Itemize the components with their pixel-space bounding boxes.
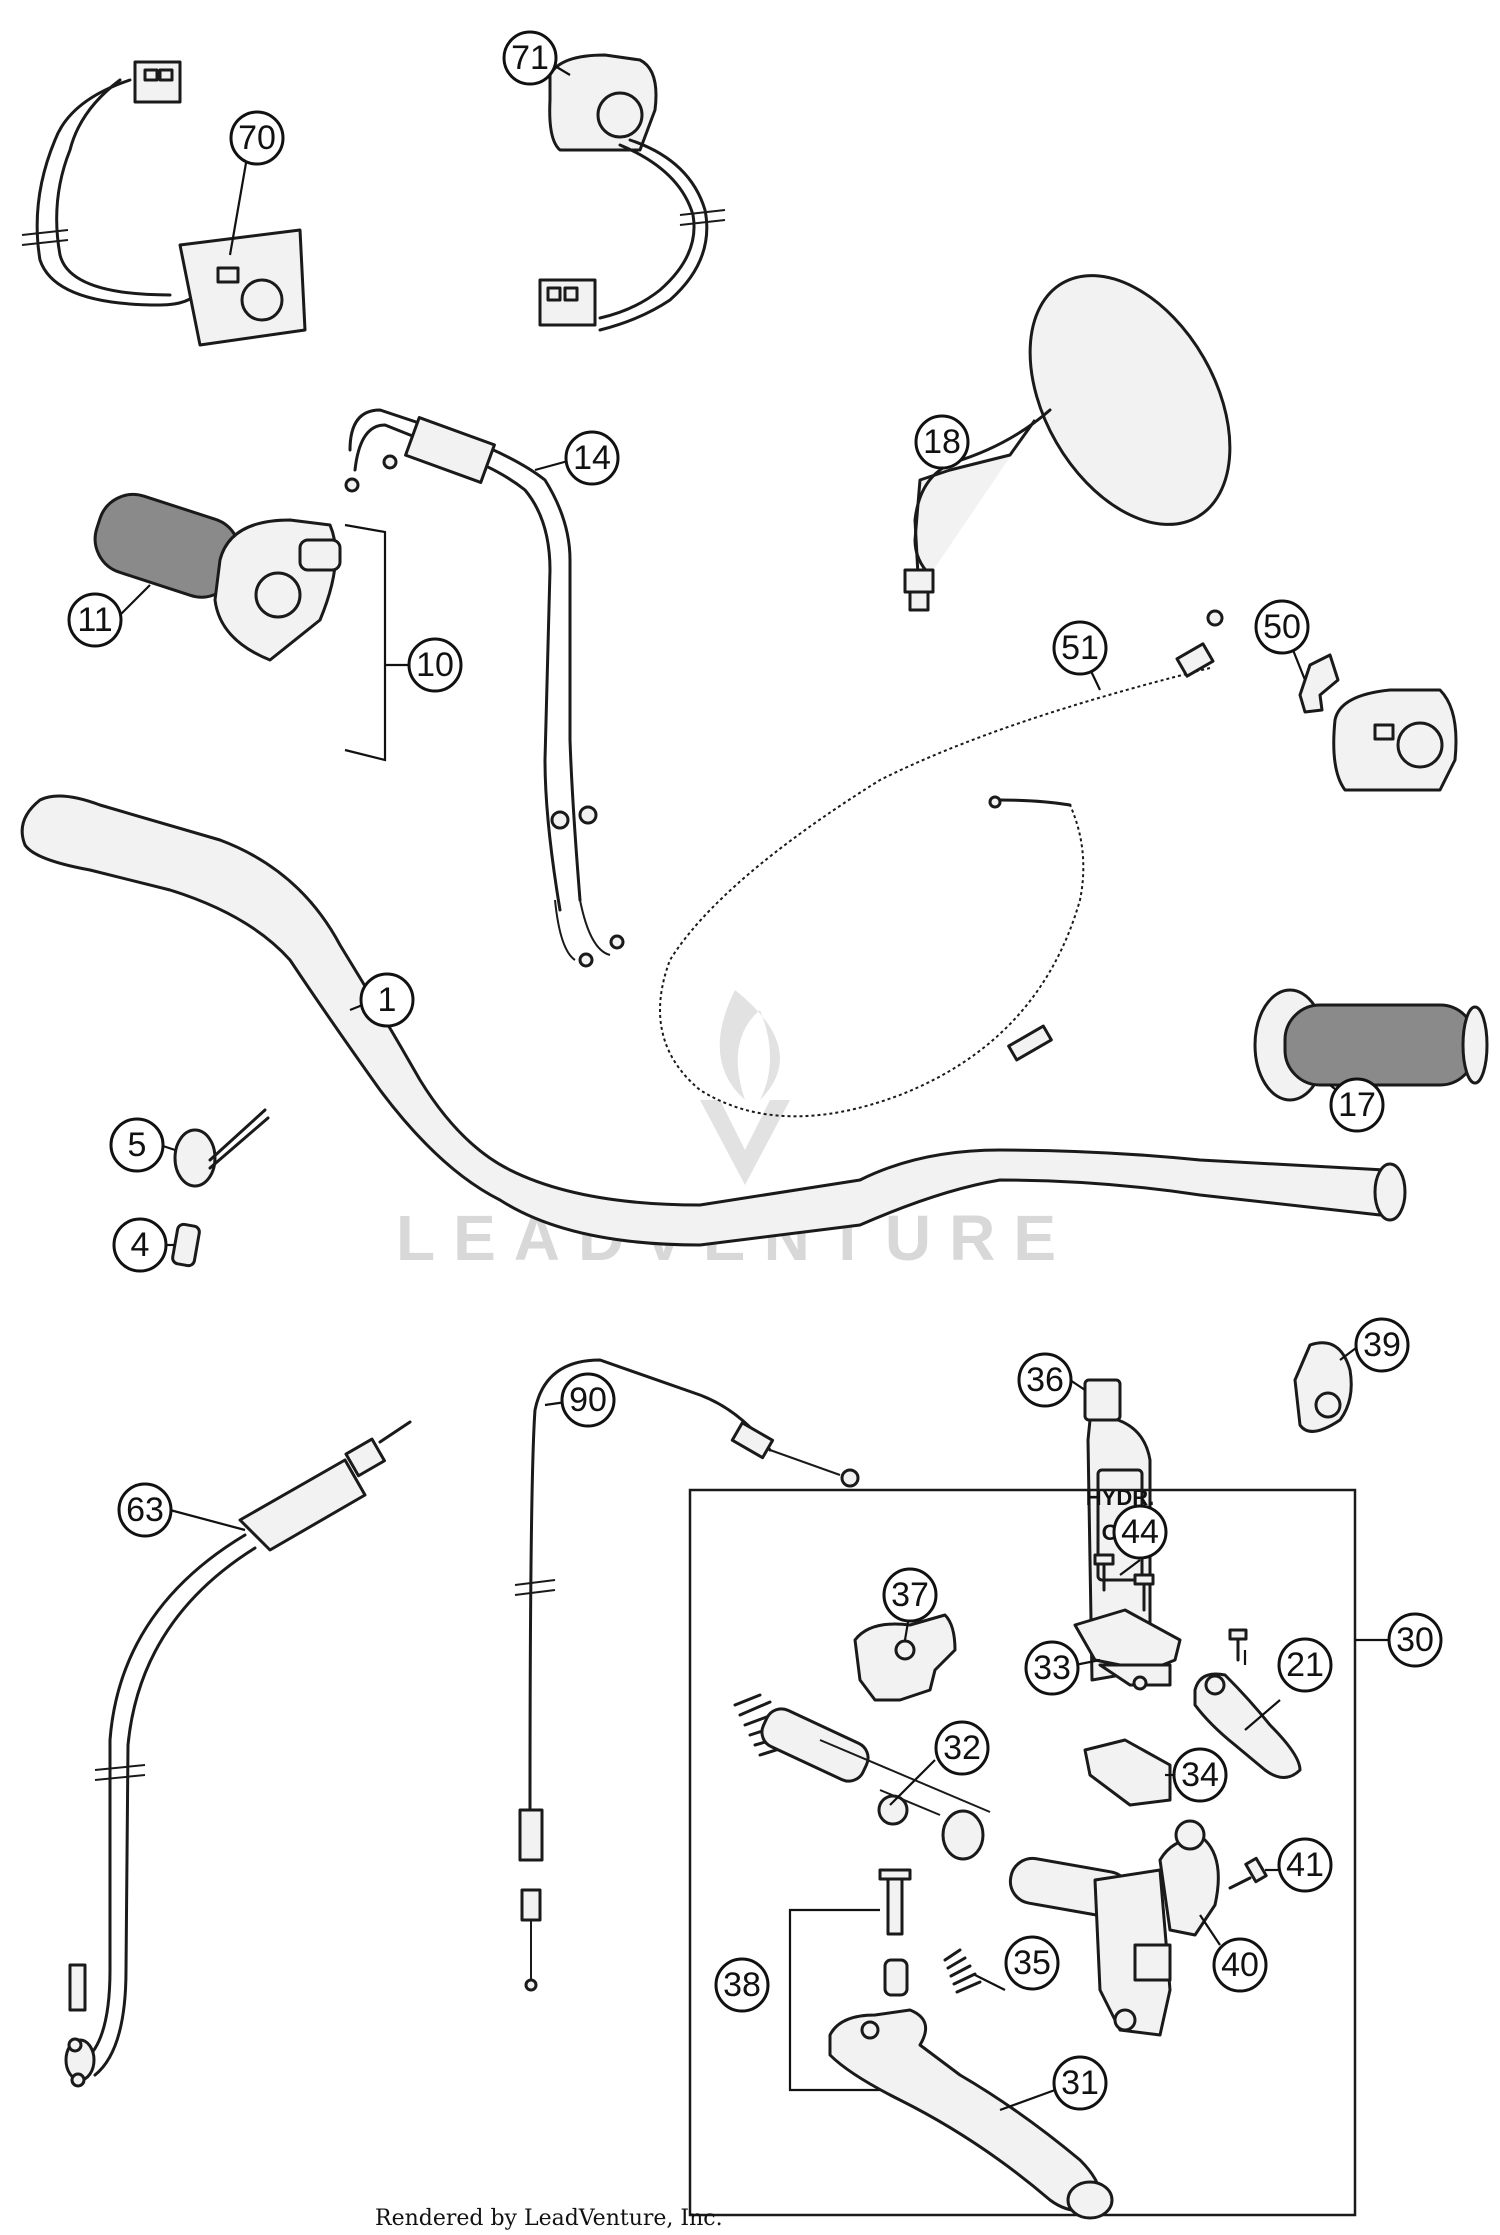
- callout-34: 34: [1172, 1747, 1228, 1803]
- callout-11: 11: [67, 592, 123, 648]
- svg-text:14: 14: [573, 439, 611, 477]
- callout-33: 33: [1024, 1640, 1080, 1696]
- callout-35: 35: [1004, 1935, 1060, 1991]
- callout-44: 44: [1112, 1504, 1168, 1560]
- svg-text:51: 51: [1061, 629, 1099, 667]
- svg-text:33: 33: [1033, 1649, 1071, 1687]
- callout-17: 17: [1329, 1077, 1385, 1133]
- callout-30: 30: [1387, 1612, 1443, 1668]
- callout-40: 40: [1212, 1937, 1268, 1993]
- svg-text:11: 11: [77, 601, 112, 639]
- callout-41: 41: [1277, 1837, 1333, 1893]
- left-grip: [1253, 988, 1489, 1102]
- callout-21: 21: [1277, 1637, 1333, 1693]
- clutch-switch-assembly: [1298, 653, 1458, 792]
- master-cylinder-kit-box: [688, 1488, 1357, 2217]
- svg-text:5: 5: [128, 1126, 147, 1164]
- callout-31: 31: [1052, 2055, 1108, 2111]
- svg-text:40: 40: [1221, 1946, 1259, 1984]
- callout-5: 5: [109, 1117, 165, 1173]
- callout-70: 70: [229, 110, 285, 166]
- render-credit: Rendered by LeadVenture, Inc.: [375, 2206, 723, 2231]
- svg-text:1: 1: [378, 981, 397, 1019]
- svg-text:34: 34: [1181, 1756, 1219, 1794]
- clamp-screw: [1228, 1856, 1268, 1890]
- reservoir-diaphragm: [1083, 1738, 1172, 1807]
- lever-adjuster: [1193, 1628, 1302, 1779]
- callout-63: 63: [117, 1482, 173, 1538]
- svg-text:41: 41: [1286, 1846, 1324, 1884]
- svg-text:35: 35: [1013, 1944, 1051, 1982]
- svg-text:70: 70: [238, 119, 276, 157]
- callout-50: 50: [1254, 599, 1310, 655]
- svg-text:38: 38: [723, 1966, 761, 2004]
- callout-14: 14: [564, 430, 620, 486]
- svg-text:30: 30: [1396, 1621, 1434, 1659]
- svg-text:4: 4: [131, 1226, 150, 1264]
- svg-text:10: 10: [416, 646, 454, 684]
- callout-38: 38: [714, 1957, 770, 2013]
- right-switch-assembly: [538, 53, 726, 332]
- throttle-cables: [344, 408, 625, 968]
- svg-text:21: 21: [1286, 1646, 1324, 1684]
- lever-spring: [943, 1948, 982, 1994]
- svg-text:31: 31: [1061, 2064, 1099, 2102]
- brake-line: [64, 1420, 412, 2088]
- left-switch-assembly: [21, 60, 307, 347]
- cover-screws: [1093, 1553, 1155, 1612]
- handlebar: [20, 794, 1387, 1247]
- decompression-cable: [514, 1358, 860, 1992]
- callout-32: 32: [934, 1720, 990, 1776]
- callout-36: 36: [1017, 1352, 1073, 1408]
- callout-39: 39: [1354, 1317, 1410, 1373]
- svg-text:63: 63: [126, 1491, 164, 1529]
- mirror: [903, 274, 1232, 612]
- svg-text:18: 18: [923, 423, 961, 461]
- callout-1: 1: [359, 972, 415, 1028]
- svg-text:36: 36: [1026, 1361, 1064, 1399]
- svg-text:44: 44: [1121, 1513, 1159, 1551]
- svg-text:71: 71: [511, 39, 549, 77]
- master-cylinder: [1008, 1819, 1220, 2037]
- callout-37: 37: [882, 1567, 938, 1623]
- clutch-cable: [659, 609, 1224, 1118]
- sleeve: [171, 1222, 201, 1268]
- piston-kit: [733, 1693, 991, 1861]
- cable-tie: [173, 1108, 270, 1188]
- throttle-grip: [93, 492, 342, 662]
- handlebar-clamp: [853, 1613, 957, 1702]
- svg-text:17: 17: [1338, 1086, 1376, 1124]
- svg-text:32: 32: [943, 1729, 981, 1767]
- svg-text:39: 39: [1363, 1326, 1401, 1364]
- callout-90: 90: [560, 1372, 616, 1428]
- callout-71: 71: [502, 30, 558, 86]
- mirror-clamp: [1293, 1341, 1353, 1433]
- callout-4: 4: [112, 1217, 168, 1273]
- callouts: 70 71 14 18 11 10 51 50 1 17 5 4 36 39 9…: [67, 30, 1443, 2111]
- callout-51: 51: [1052, 620, 1108, 676]
- svg-text:37: 37: [891, 1576, 929, 1614]
- svg-text:90: 90: [569, 1381, 607, 1419]
- callout-10: 10: [407, 637, 463, 693]
- brake-lever: [828, 2008, 1102, 2213]
- throttle-housing-bracket: [344, 523, 387, 762]
- svg-text:50: 50: [1263, 608, 1301, 646]
- callout-18: 18: [914, 414, 970, 470]
